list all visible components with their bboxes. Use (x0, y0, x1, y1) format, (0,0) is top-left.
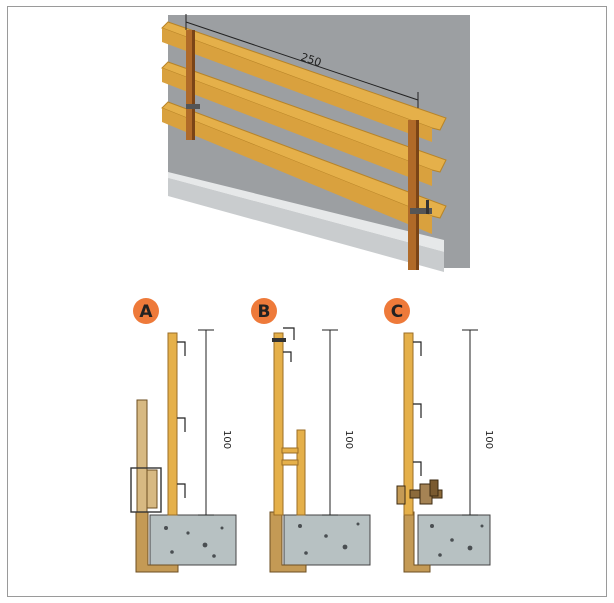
slab-c (417, 514, 491, 566)
badge-b (251, 298, 277, 324)
span-label: 250 (299, 50, 323, 69)
height-label-c: 100 (483, 430, 494, 449)
perspective-view: 250 (161, 14, 470, 272)
badge-c-label: C (391, 302, 403, 322)
detail-c: C 100 (384, 298, 494, 573)
post-a (167, 332, 178, 516)
badge-a (133, 298, 159, 324)
badge-c (384, 298, 410, 324)
posts (186, 30, 432, 270)
plank-middle-front (162, 68, 432, 186)
left-clamp (186, 104, 200, 109)
post-b (273, 332, 284, 516)
clamp-a (130, 467, 162, 513)
right-clamp (410, 208, 432, 214)
slab-top (168, 172, 444, 252)
detail-b: B 100 (251, 298, 371, 573)
slab-edge (168, 178, 444, 272)
plank-top-front (162, 28, 432, 142)
badge-b-label: B (258, 302, 271, 322)
bracket-c (403, 511, 431, 573)
height-label-b: 100 (343, 430, 354, 449)
frame-b (296, 429, 306, 516)
right-post (408, 120, 418, 270)
planks (161, 21, 447, 234)
left-post (186, 30, 194, 140)
span-dimension (185, 14, 419, 108)
screw-clamp-c (396, 479, 443, 505)
slab-a (149, 514, 237, 566)
badge-a-label: A (139, 302, 153, 322)
plank-bottom-front (162, 108, 432, 234)
height-label-a: 100 (221, 430, 232, 449)
detail-a: A 100 (130, 298, 237, 573)
slab-b (283, 514, 371, 566)
post-c (403, 332, 414, 516)
